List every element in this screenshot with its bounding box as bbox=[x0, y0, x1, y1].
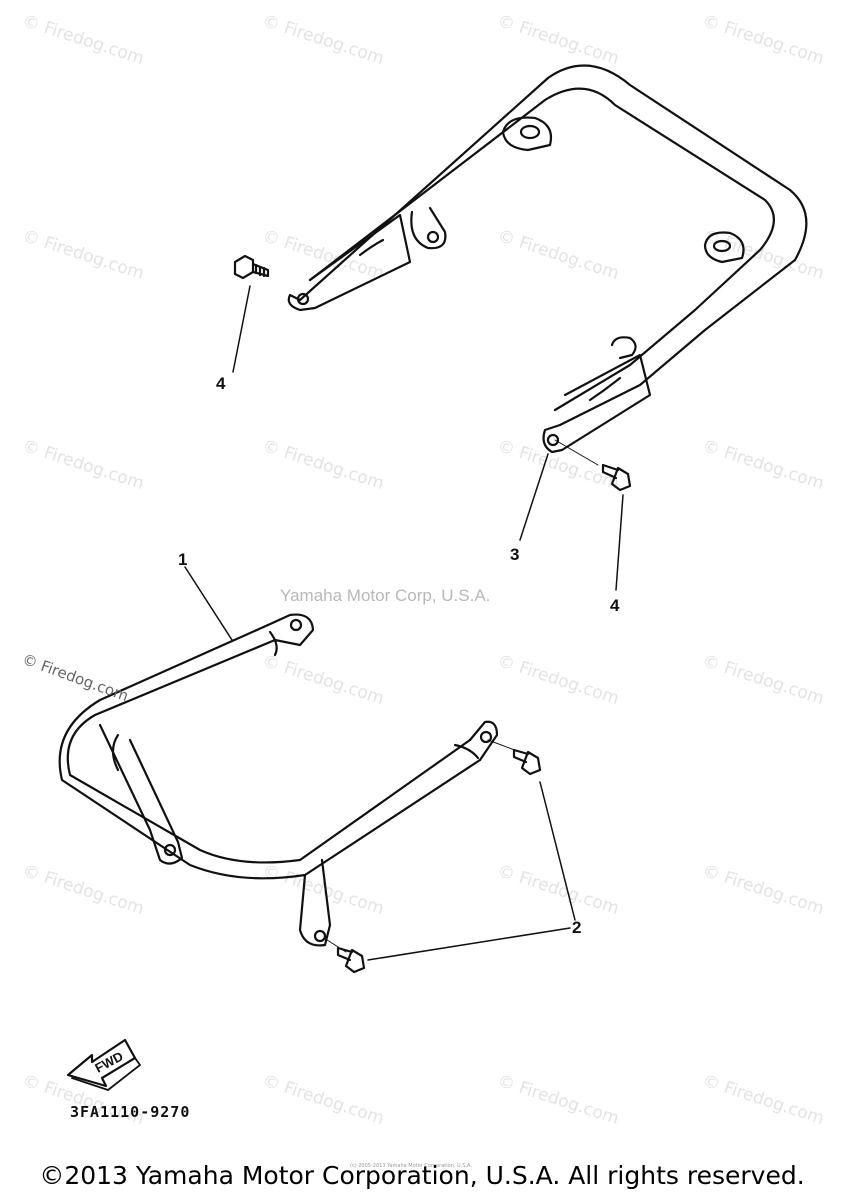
callout-1: 1 bbox=[178, 550, 188, 569]
fwd-arrow-icon: FWD bbox=[66, 1038, 141, 1091]
callout-4a: 4 bbox=[216, 374, 226, 393]
upper-grab-bar bbox=[287, 64, 808, 454]
callout-3: 3 bbox=[510, 545, 520, 564]
leader-line bbox=[184, 566, 233, 641]
leader-line bbox=[554, 439, 599, 466]
leader-line bbox=[367, 927, 571, 961]
leader-line bbox=[323, 937, 347, 953]
lower-bar bbox=[58, 613, 499, 947]
bolt-lower-right bbox=[512, 748, 542, 776]
callout-2: 2 bbox=[572, 918, 582, 937]
leader-line bbox=[615, 494, 624, 591]
bolt-upper-left bbox=[233, 254, 270, 280]
callout-4b: 4 bbox=[610, 596, 620, 615]
diagram-code: 3FA1110-9270 bbox=[70, 1103, 191, 1121]
leader-line bbox=[487, 739, 521, 753]
leader-line bbox=[519, 453, 549, 541]
bolt-lower-bottom bbox=[336, 946, 366, 974]
corp-overlay-text: Yamaha Motor Corp, U.S.A. bbox=[280, 586, 491, 605]
leader-line bbox=[232, 285, 251, 373]
fine-print: (c) 2005-2013 Yamaha Motor Corporation, … bbox=[350, 1163, 472, 1169]
bolt-upper-right bbox=[601, 463, 632, 492]
leader-line bbox=[539, 781, 576, 921]
copyright-footer: ©2013 Yamaha Motor Corporation, U.S.A. A… bbox=[39, 1161, 805, 1190]
fwd-label: FWD bbox=[92, 1049, 125, 1076]
